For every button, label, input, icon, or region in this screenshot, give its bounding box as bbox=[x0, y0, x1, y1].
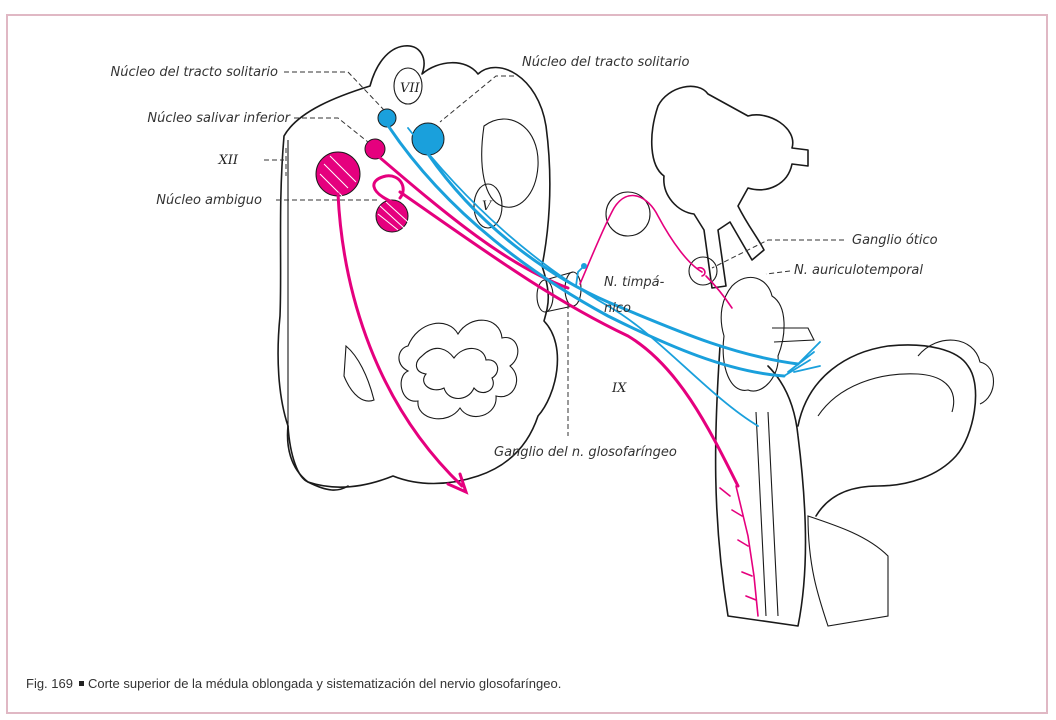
leader-nts-right bbox=[440, 76, 514, 122]
tympanic-dot bbox=[581, 263, 587, 269]
label-n-timpanico-2: nico bbox=[604, 301, 631, 316]
label-n-auriculotemporal: N. auriculotemporal bbox=[794, 263, 923, 278]
hypoglossal-nucleus bbox=[316, 152, 360, 196]
label-n-timpanico-1: N. timpá- bbox=[604, 275, 665, 290]
lateral-structure bbox=[344, 346, 374, 401]
label-ganglio-glosofaringeo: Ganglio del n. glosofaríngeo bbox=[494, 445, 677, 460]
pharynx-column bbox=[716, 346, 806, 626]
leader-salivar bbox=[294, 118, 368, 142]
larynx-structure bbox=[808, 516, 888, 626]
label-nucleo-tracto-solitario-left: Núcleo del tracto solitario bbox=[111, 65, 279, 80]
tympanic-nerve-pink bbox=[580, 196, 702, 284]
glossopharyngeal-diagram: Núcleo del tracto solitario Núcleo del t… bbox=[8, 16, 1050, 656]
caption-text: Corte superior de la médula oblongada y … bbox=[88, 676, 561, 691]
leader-nts-left bbox=[284, 72, 384, 110]
label-ix: IX bbox=[611, 381, 627, 396]
tongue-profile bbox=[798, 345, 976, 516]
tongue-inner bbox=[818, 374, 954, 416]
trigeminal-branch-structure bbox=[652, 86, 808, 288]
pyramid-outline bbox=[288, 426, 348, 490]
palate-structure bbox=[918, 340, 994, 404]
caption-number: Fig. 169 bbox=[26, 676, 73, 691]
label-nucleo-ambiguo: Núcleo ambiguo bbox=[156, 193, 262, 208]
label-vii: VII bbox=[400, 81, 421, 96]
olive-inner bbox=[416, 348, 497, 398]
parotid-duct bbox=[772, 328, 814, 342]
inferior-olive bbox=[399, 320, 518, 419]
hypoglossal-fiber bbox=[338, 194, 462, 486]
tongue-sensory-branches bbox=[784, 342, 820, 376]
label-nucleo-tracto-solitario-right: Núcleo del tracto solitario bbox=[522, 55, 690, 70]
medulla-outline bbox=[278, 46, 557, 487]
leader-auriculotemporal bbox=[766, 271, 790, 274]
label-v: V bbox=[482, 199, 493, 214]
ambiguus-loop bbox=[374, 176, 403, 202]
nerve-root-cut bbox=[537, 280, 553, 312]
figure-frame: Núcleo del tracto solitario Núcleo del t… bbox=[6, 14, 1048, 714]
label-ganglio-otico: Ganglio ótico bbox=[852, 233, 938, 248]
sensory-fiber-1 bbox=[387, 124, 784, 376]
stylo-muscle bbox=[756, 412, 778, 616]
label-xii: XII bbox=[217, 153, 238, 168]
label-nucleo-salivar-inferior: Núcleo salivar inferior bbox=[147, 111, 291, 126]
motor-fiber-ambiguus bbox=[400, 192, 738, 486]
otic-ganglion-circle bbox=[689, 257, 717, 285]
spinal-trigeminal-tract bbox=[482, 119, 538, 207]
caption-bullet bbox=[79, 681, 84, 686]
figure-caption: Fig. 169 Corte superior de la médula oblo… bbox=[26, 676, 561, 691]
